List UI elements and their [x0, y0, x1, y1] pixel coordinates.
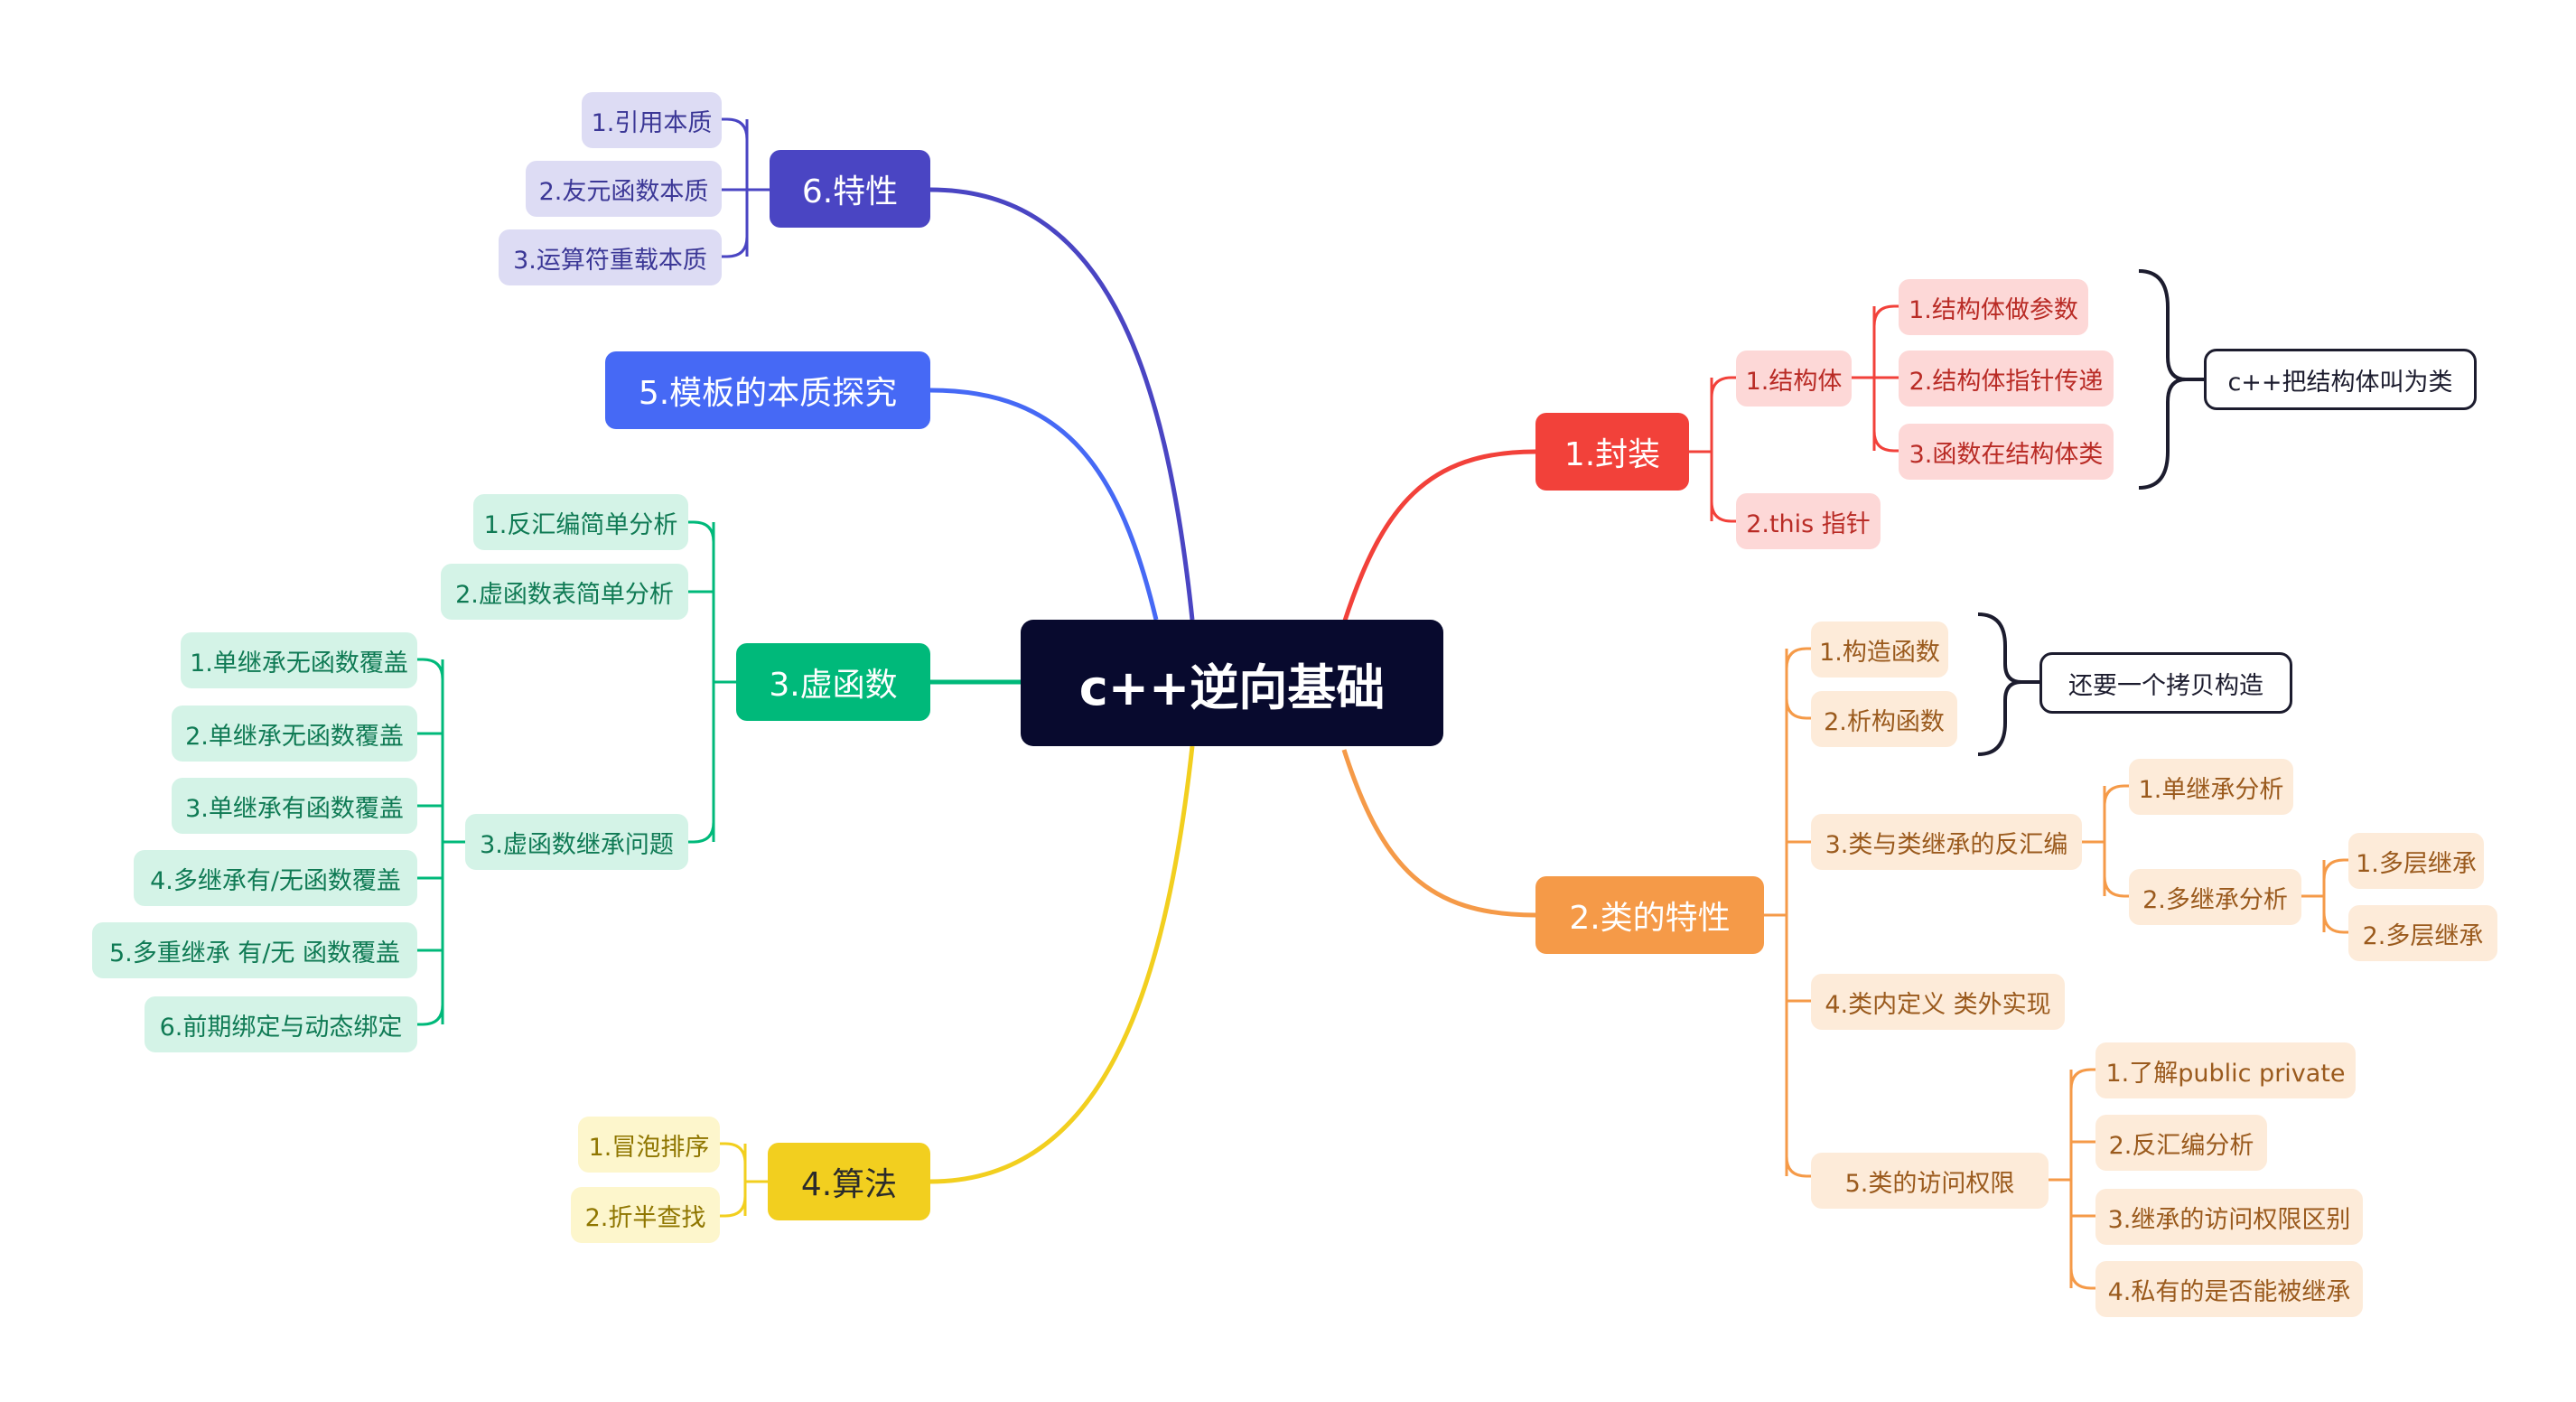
link-root-template	[929, 388, 1159, 621]
topic-algorithm[interactable]: 4.算法	[768, 1143, 930, 1220]
struct-item-2[interactable]: 2.结构体指针传递	[1899, 350, 2114, 407]
topic-traits[interactable]: 6.特性	[770, 150, 930, 228]
topic-access-rights[interactable]: 5.类的访问权限	[1811, 1153, 2049, 1209]
link-algorithm-children	[720, 1142, 768, 1218]
link-vinherit-children	[417, 658, 465, 1026]
struct-item-3[interactable]: 3.函数在结构体类	[1899, 424, 2114, 480]
struct-item-1[interactable]: 1.结构体做参数	[1899, 279, 2088, 335]
link-root-encapsulation	[1341, 449, 1536, 624]
struct-brace	[2138, 269, 2187, 490]
topic-virtual-function[interactable]: 3.虚函数	[736, 643, 930, 721]
topic-struct[interactable]: 1.结构体	[1736, 350, 1852, 407]
algorithm-item-2[interactable]: 2.折半查找	[571, 1187, 720, 1243]
virtual-inherit-item-3[interactable]: 3.单继承有函数覆盖	[172, 778, 417, 834]
root-topic[interactable]: c++逆向基础	[1021, 620, 1443, 746]
link-class-children	[1764, 647, 1811, 1178]
topic-encapsulation[interactable]: 1.封装	[1535, 413, 1689, 491]
access-item-3[interactable]: 3.继承的访问权限区别	[2095, 1189, 2363, 1245]
virtual-inherit-item-2[interactable]: 2.单继承无函数覆盖	[172, 706, 417, 762]
constructor-note[interactable]: 还要一个拷贝构造	[2039, 652, 2292, 714]
virtual-inherit-item-1[interactable]: 1.单继承无函数覆盖	[181, 632, 417, 688]
link-encapsulation-children	[1689, 376, 1736, 523]
topic-virtual-inherit[interactable]: 3.虚函数继承问题	[465, 814, 688, 870]
virtual-item-1[interactable]: 1.反汇编简单分析	[473, 494, 688, 550]
algorithm-item-1[interactable]: 1.冒泡排序	[578, 1117, 720, 1173]
virtual-item-2[interactable]: 2.虚函数表简单分析	[441, 564, 688, 620]
access-item-2[interactable]: 2.反汇编分析	[2095, 1115, 2267, 1171]
topic-single-inherit[interactable]: 1.单继承分析	[2129, 759, 2293, 815]
traits-item-1[interactable]: 1.引用本质	[582, 92, 722, 148]
multi-inherit-item-1[interactable]: 1.多层继承	[2348, 833, 2484, 889]
link-struct-children	[1852, 304, 1899, 453]
link-root-class	[1341, 749, 1536, 918]
topic-this-pointer[interactable]: 2.this 指针	[1736, 493, 1881, 549]
traits-item-3[interactable]: 3.运算符重载本质	[499, 229, 722, 285]
topic-destructor[interactable]: 2.析构函数	[1811, 691, 1957, 747]
struct-note[interactable]: c++把结构体叫为类	[2204, 349, 2477, 410]
link-multi-children	[2301, 858, 2348, 934]
link-traits-children	[722, 117, 770, 258]
ctor-brace	[1977, 612, 2022, 756]
virtual-inherit-item-6[interactable]: 6.前期绑定与动态绑定	[145, 996, 417, 1052]
topic-class-features[interactable]: 2.类的特性	[1535, 876, 1764, 954]
link-root-algorithm	[929, 745, 1195, 1184]
virtual-inherit-item-5[interactable]: 5.多重继承 有/无 函数覆盖	[92, 922, 417, 978]
multi-inherit-item-2[interactable]: 2.多层继承	[2348, 905, 2497, 961]
topic-template[interactable]: 5.模板的本质探究	[605, 351, 930, 429]
topic-multi-inherit[interactable]: 2.多继承分析	[2129, 869, 2301, 925]
virtual-inherit-item-4[interactable]: 4.多继承有/无函数覆盖	[134, 850, 417, 906]
topic-constructor[interactable]: 1.构造函数	[1811, 622, 1948, 678]
access-item-4[interactable]: 4.私有的是否能被继承	[2095, 1261, 2363, 1317]
traits-item-2[interactable]: 2.友元函数本质	[526, 161, 722, 217]
topic-in-out-definition[interactable]: 4.类内定义 类外实现	[1811, 974, 2065, 1030]
link-root-traits	[929, 187, 1195, 621]
topic-inherit-disasm[interactable]: 3.类与类继承的反汇编	[1811, 814, 2082, 870]
link-virtual-children	[688, 520, 736, 844]
link-access-children	[2049, 1068, 2095, 1290]
access-item-1[interactable]: 1.了解public private	[2095, 1042, 2356, 1098]
link-inherit-children	[2082, 784, 2129, 898]
